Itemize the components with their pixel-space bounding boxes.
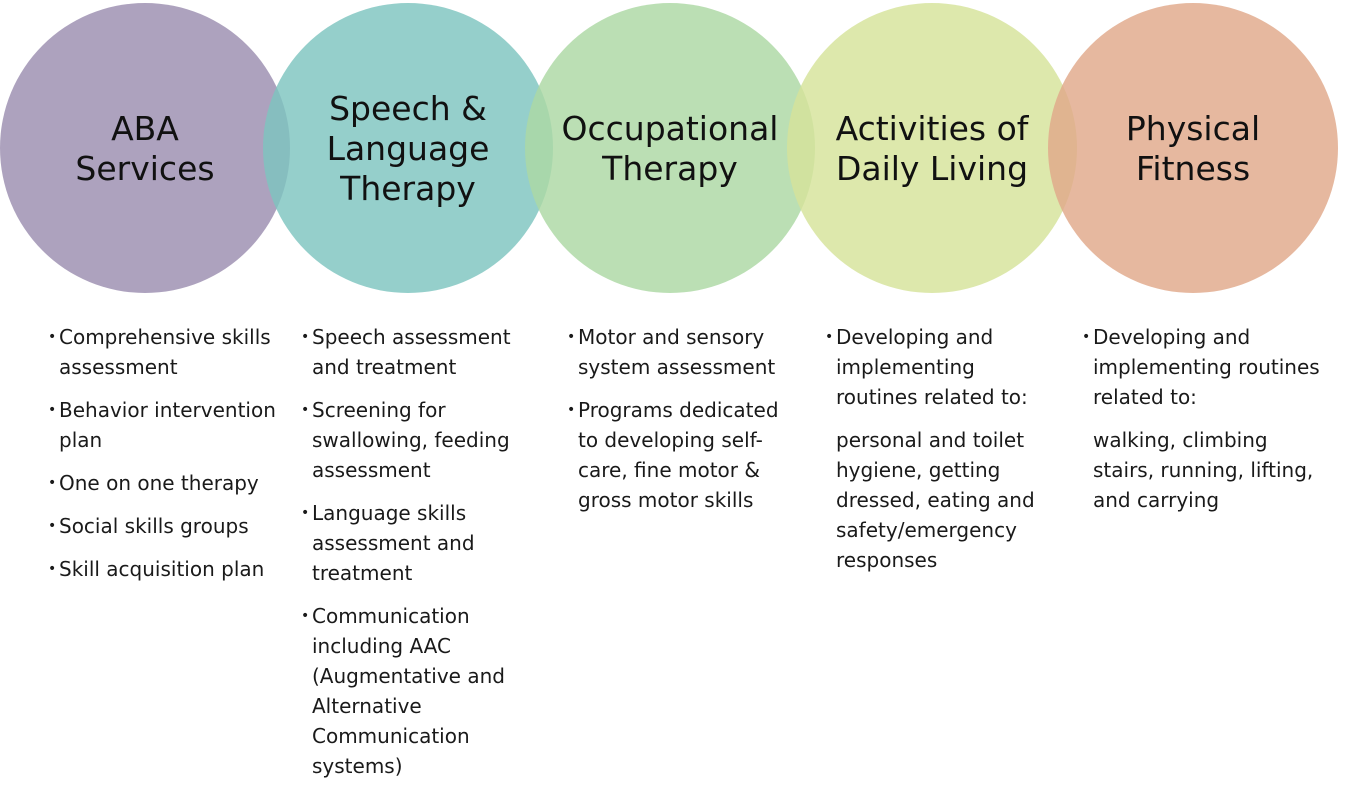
bullet-item: One on one therapy: [48, 468, 278, 498]
stage-circle-aba: [0, 3, 290, 293]
stage-title-fitness: Fitness: [1136, 149, 1250, 188]
stage-circle-fitness: [1048, 3, 1338, 293]
stage-circle-occupational: [525, 3, 815, 293]
stage-details-adl: Developing and implementing routines rel…: [825, 322, 1050, 588]
stage-title-speech: Therapy: [339, 169, 476, 208]
bullet-item: Motor and sensory system assessment: [567, 322, 797, 382]
stage-title-aba: ABA: [111, 109, 179, 148]
bullet-item: Communication including AAC (Augmentativ…: [301, 601, 526, 781]
bullet-item: Behavior intervention plan: [48, 395, 278, 455]
bullet-item: Language skills assessment and treatment: [301, 498, 526, 588]
stage-title-occupational: Occupational: [562, 109, 779, 148]
stage-title-adl: Activities of: [836, 109, 1030, 148]
bullet-item: Programs dedicated to developing self-ca…: [567, 395, 797, 515]
stage-title-aba: Services: [75, 149, 214, 188]
routine-detail: walking, climbing stairs, running, lifti…: [1093, 428, 1314, 512]
stage-circle-adl: [787, 3, 1077, 293]
stage-title-speech: Speech &: [329, 89, 487, 128]
stage-title-adl: Daily Living: [836, 149, 1028, 188]
bullet-item: Comprehensive skills assessment: [48, 322, 278, 382]
bullet-item: Speech assessment and treatment: [301, 322, 526, 382]
bullet-item: Developing and implementing routines rel…: [825, 322, 1050, 412]
bullet-item: Skill acquisition plan: [48, 554, 278, 584]
bullet-item: Developing and implementing routines rel…: [1082, 322, 1332, 412]
routine-detail: personal and toilet hygiene, getting dre…: [836, 428, 1035, 572]
stage-details-occupational: Motor and sensory system assessmentProgr…: [567, 322, 797, 528]
stage-title-fitness: Physical: [1126, 109, 1260, 148]
stage-title-occupational: Therapy: [601, 149, 738, 188]
bullet-item: Social skills groups: [48, 511, 278, 541]
stage-details-aba: Comprehensive skills assessmentBehavior …: [48, 322, 278, 597]
bullet-item: Screening for swallowing, feeding assess…: [301, 395, 526, 485]
stage-title-speech: Language: [327, 129, 490, 168]
stage-details-fitness: Developing and implementing routines rel…: [1082, 322, 1332, 528]
stage-details-speech: Speech assessment and treatmentScreening…: [301, 322, 526, 794]
stage-circle-speech: [263, 3, 553, 293]
